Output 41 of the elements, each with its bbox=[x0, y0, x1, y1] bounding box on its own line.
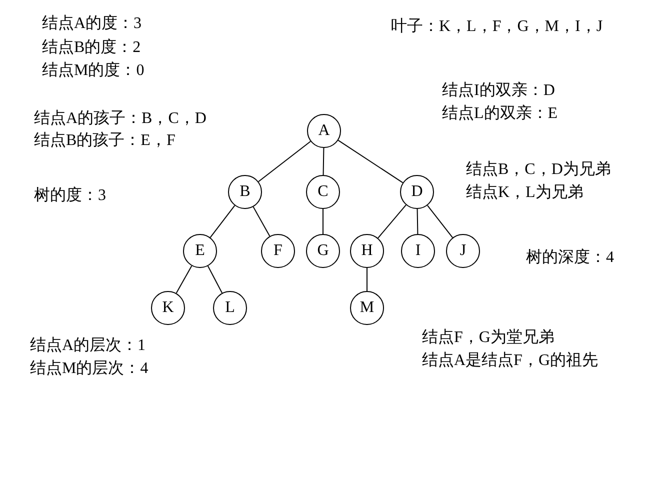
tree-node-circle: M bbox=[350, 291, 384, 325]
tree-node-circle: E bbox=[183, 234, 217, 268]
tree-node-circle: J bbox=[446, 234, 480, 268]
tree-node-circle: H bbox=[350, 234, 384, 268]
tree-edge bbox=[378, 204, 406, 239]
tree-node-circle: C bbox=[306, 175, 340, 209]
note-text: 结点L的双亲：E bbox=[442, 104, 558, 124]
note-text: 结点B，C，D为兄弟 bbox=[466, 160, 611, 180]
tree-edge bbox=[338, 140, 404, 184]
note-text: 树的度：3 bbox=[34, 186, 106, 206]
tree-edge bbox=[176, 265, 192, 294]
note-text: 结点A的度：3 bbox=[42, 14, 142, 34]
tree-edge bbox=[416, 208, 418, 234]
note-text: 结点K，L为兄弟 bbox=[466, 183, 584, 203]
tree-node-circle: L bbox=[213, 291, 247, 325]
note-text: 结点B的孩子：E，F bbox=[34, 131, 176, 151]
tree-node-circle: K bbox=[151, 291, 185, 325]
tree-edge bbox=[426, 204, 454, 238]
note-text: 结点A的层次：1 bbox=[30, 336, 146, 356]
note-text: 结点B的度：2 bbox=[42, 38, 141, 58]
note-text: 结点I的双亲：D bbox=[442, 81, 555, 101]
note-text: 树的深度：4 bbox=[526, 248, 614, 268]
tree-node-circle: G bbox=[306, 234, 340, 268]
tree-edge bbox=[322, 148, 324, 176]
tree-edge bbox=[210, 205, 236, 238]
tree-edge bbox=[252, 206, 270, 237]
tree-edge bbox=[366, 268, 368, 292]
tree-edge bbox=[322, 208, 324, 234]
tree-node-circle: I bbox=[401, 234, 435, 268]
note-text: 结点F，G为堂兄弟 bbox=[422, 328, 554, 348]
tree-edge bbox=[258, 140, 312, 182]
note-text: 结点A的孩子：B，C，D bbox=[34, 109, 206, 129]
tree-node-circle: A bbox=[307, 114, 341, 148]
note-text: 叶子：K，L，F，G，M，I，J bbox=[391, 17, 603, 37]
tree-node-circle: B bbox=[228, 175, 262, 209]
note-text: 结点M的层次：4 bbox=[30, 359, 148, 379]
note-text: 结点M的度：0 bbox=[42, 61, 144, 81]
note-text: 结点A是结点F，G的祖先 bbox=[422, 351, 598, 371]
tree-edge bbox=[207, 266, 223, 294]
tree-node-circle: D bbox=[400, 175, 434, 209]
tree-node-circle: F bbox=[261, 234, 295, 268]
